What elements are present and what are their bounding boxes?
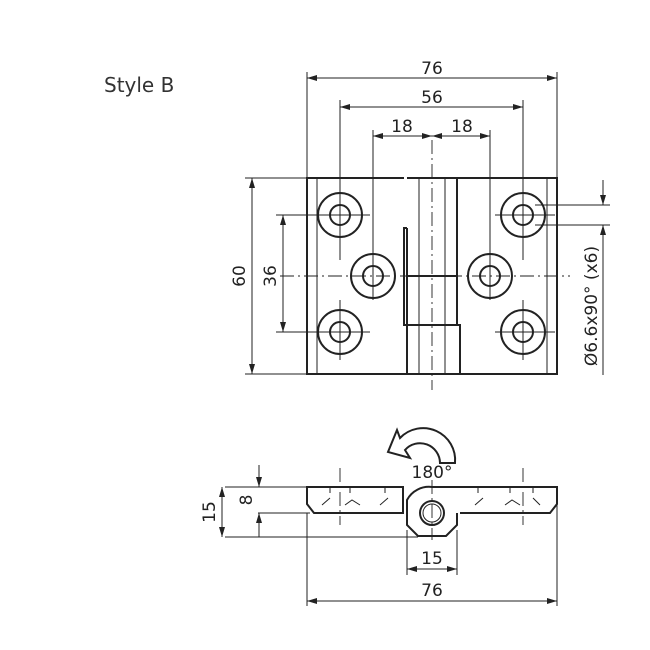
rotation-label: 180° xyxy=(412,463,453,483)
dim-leaf-thickness: 8 xyxy=(237,495,257,506)
left-leaf xyxy=(306,177,408,375)
rotation-arrow-icon xyxy=(386,427,457,464)
dim-offset-left: 18 xyxy=(391,117,413,137)
right-leaf-side xyxy=(460,486,558,514)
knuckle-side xyxy=(406,485,460,537)
left-leaf-side xyxy=(306,486,404,514)
dim-overall-height: 60 xyxy=(230,265,250,287)
hole-spec: Ø6.6x90° (x6) xyxy=(582,246,602,366)
dim-total-thickness: 15 xyxy=(200,501,220,523)
pin xyxy=(419,500,445,526)
dim-vertical-spacing: 36 xyxy=(261,265,281,287)
holes xyxy=(317,192,546,355)
side-view: 180° 15 8 15 76 xyxy=(200,427,558,606)
dim-knuckle-width: 15 xyxy=(421,549,443,569)
dim-side-overall-width: 76 xyxy=(421,581,443,601)
dim-overall-width: 76 xyxy=(421,59,443,79)
dim-hole-spacing: 56 xyxy=(421,88,443,108)
top-view: 76 56 18 18 60 36 Ø6.6x90° (x6) xyxy=(230,59,610,390)
style-title: Style B xyxy=(104,73,174,97)
dim-offset-right: 18 xyxy=(451,117,473,137)
